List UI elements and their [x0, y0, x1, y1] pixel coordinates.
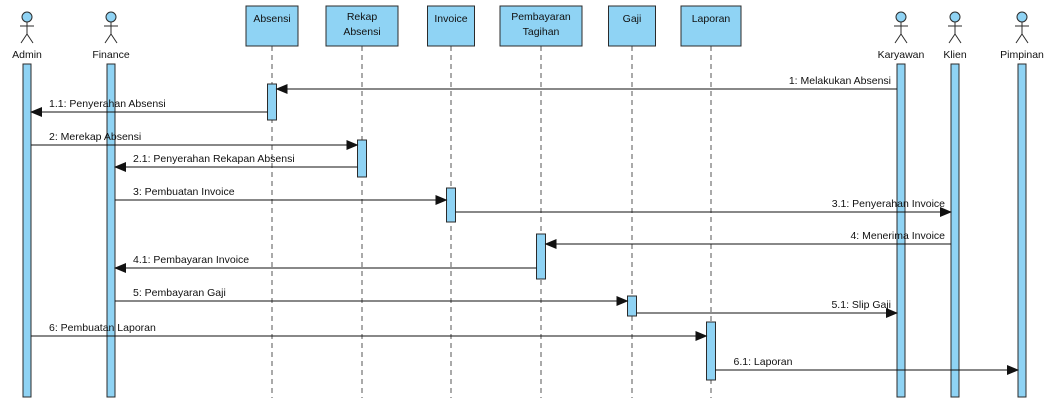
actor-admin: Admin — [12, 11, 42, 61]
object-box-invoice — [427, 5, 475, 47]
message-label: 2.1: Penyerahan Rekapan Absensi — [133, 153, 295, 165]
object-label-rekap: Rekap — [347, 11, 378, 23]
message-6: 3.1: Penyerahan Invoice — [455, 198, 952, 217]
actor-label-finance: Finance — [92, 49, 130, 61]
actor-bar-finance — [106, 63, 116, 398]
message-label: 6: Pembuatan Laporan — [49, 322, 156, 334]
actor-figure-icon — [1015, 11, 1029, 44]
actor-label-pimpinan: Pimpinan — [1000, 49, 1044, 61]
object-label-absensi: Absensi — [253, 13, 290, 25]
actor-bar-admin — [22, 63, 32, 398]
object-box-laporan — [680, 5, 742, 47]
message-1: 1: Melakukan Absensi — [275, 75, 897, 94]
object-box-rekap — [325, 5, 399, 47]
message-11: 6: Pembuatan Laporan — [31, 322, 708, 341]
object-box-tagihan — [499, 5, 583, 47]
activation-bar-laporan — [706, 321, 716, 381]
message-8: 4.1: Pembayaran Invoice — [114, 254, 537, 273]
object-label-gaji: Gaji — [623, 13, 642, 25]
actor-label-admin: Admin — [12, 49, 42, 61]
message-9: 5: Pembayaran Gaji — [115, 287, 629, 306]
message-label: 5.1: Slip Gaji — [831, 299, 891, 311]
message-label: 3: Pembuatan Invoice — [133, 186, 235, 198]
message-5: 3: Pembuatan Invoice — [115, 186, 448, 205]
actor-figure-icon — [104, 11, 118, 44]
object-label-tagihan: Pembayaran — [511, 11, 571, 23]
actor-figure-icon — [20, 11, 34, 44]
object-label-laporan: Laporan — [692, 13, 731, 25]
activation-bar-tagihan — [536, 233, 546, 280]
message-label: 5: Pembayaran Gaji — [133, 287, 226, 299]
message-label: 1: Melakukan Absensi — [789, 75, 891, 87]
activation-bar-rekap — [357, 139, 367, 178]
actor-bar-pimpinan — [1017, 63, 1027, 398]
object-box-gaji — [608, 5, 656, 47]
message-4: 2.1: Penyerahan Rekapan Absensi — [114, 153, 358, 172]
message-label: 6.1: Laporan — [734, 356, 793, 368]
activation-bar-invoice — [446, 187, 456, 223]
object-label-rekap: Absensi — [343, 26, 380, 38]
message-7: 4: Menerima Invoice — [544, 230, 951, 249]
message-label: 4.1: Pembayaran Invoice — [133, 254, 249, 266]
actor-label-klien: Klien — [943, 49, 967, 61]
message-label: 1.1: Penyerahan Absensi — [49, 98, 166, 110]
message-2: 1.1: Penyerahan Absensi — [30, 98, 268, 117]
message-label: 4: Menerima Invoice — [850, 230, 945, 242]
actor-pimpinan: Pimpinan — [1000, 11, 1044, 61]
message-12: 6.1: Laporan — [715, 356, 1019, 375]
object-label-tagihan: Tagihan — [523, 26, 560, 38]
activation-bar-gaji — [627, 295, 637, 317]
message-10: 5.1: Slip Gaji — [636, 299, 898, 318]
actor-bar-klien — [950, 63, 960, 398]
actor-figure-icon — [948, 11, 962, 44]
message-3: 2: Merekap Absensi — [31, 131, 359, 150]
object-label-invoice: Invoice — [434, 13, 467, 25]
activation-bar-absensi — [267, 83, 277, 121]
object-box-absensi — [245, 5, 299, 47]
actor-bar-karyawan — [896, 63, 906, 398]
message-label: 3.1: Penyerahan Invoice — [832, 198, 945, 210]
actor-klien: Klien — [943, 11, 967, 61]
message-label: 2: Merekap Absensi — [49, 131, 141, 143]
actor-finance: Finance — [92, 11, 130, 61]
actor-figure-icon — [894, 11, 908, 44]
actor-label-karyawan: Karyawan — [878, 49, 925, 61]
actor-karyawan: Karyawan — [878, 11, 925, 61]
